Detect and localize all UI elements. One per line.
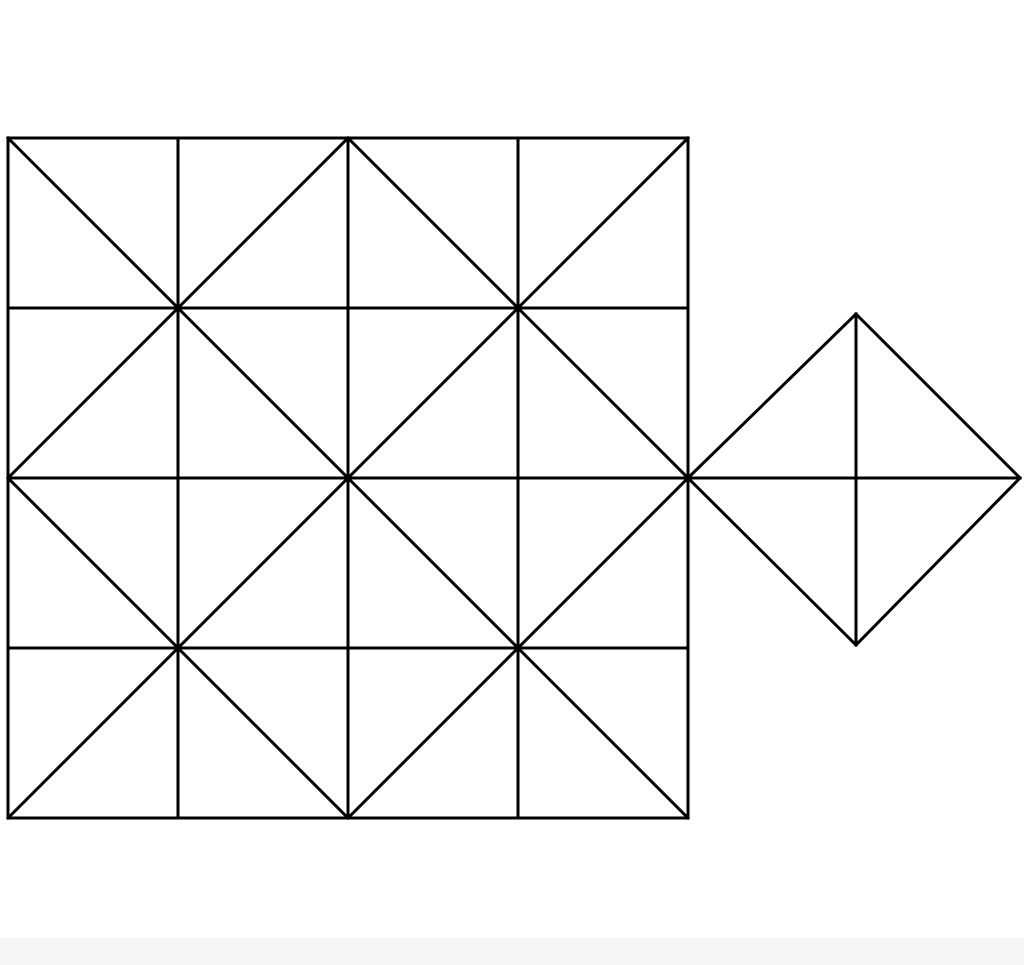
cell-diagonal-line: [5, 475, 181, 651]
cell-diagonal-line: [515, 645, 691, 821]
cell-diagonal-line: [345, 305, 521, 481]
bottom-strip: [0, 938, 1024, 965]
cell-diagonal-line: [5, 645, 181, 821]
diamond-edge-line: [853, 475, 1023, 648]
cell-diagonal-line: [345, 135, 521, 311]
cell-diagonal-line: [5, 135, 181, 311]
cell-diagonal-line: [515, 475, 691, 651]
square-grid: [5, 135, 691, 821]
cell-diagonal-line: [5, 305, 181, 481]
cell-diagonal-line: [345, 645, 521, 821]
diamond-edge-line: [685, 475, 859, 648]
diamond-shape: [685, 311, 1023, 648]
cell-diagonal-line: [345, 475, 521, 651]
cell-diagonal-line: [175, 305, 351, 481]
cell-diagonal-line: [175, 135, 351, 311]
cell-diagonal-line: [175, 475, 351, 651]
diamond-edge-line: [853, 311, 1023, 481]
cell-diagonal-line: [515, 305, 691, 481]
cell-diagonal-line: [175, 645, 351, 821]
cell-diagonal-line: [515, 135, 691, 311]
diamond-edge-line: [685, 311, 859, 481]
